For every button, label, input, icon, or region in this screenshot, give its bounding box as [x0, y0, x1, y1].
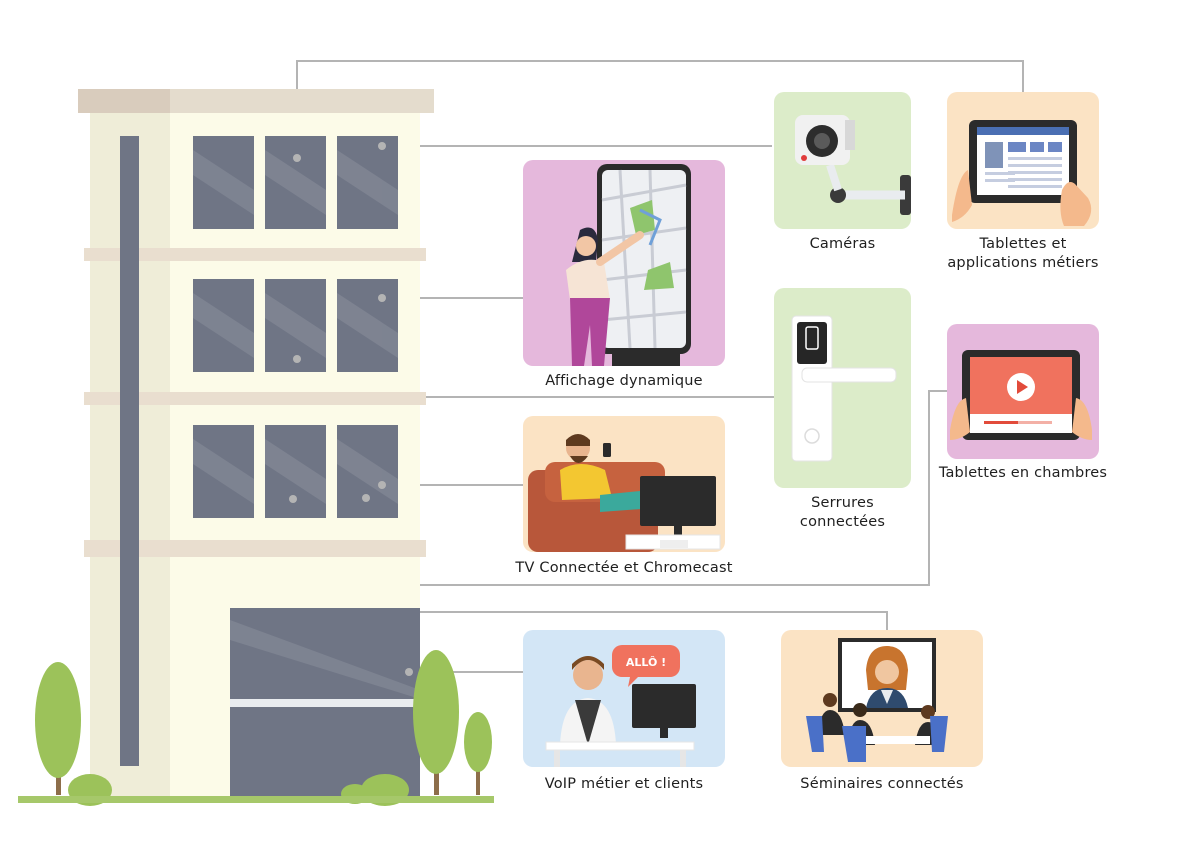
- floor-ledge: [84, 540, 426, 557]
- locks-card: [774, 288, 911, 488]
- floor-ledge: [84, 392, 426, 405]
- seminars-label-text: Séminaires connectés: [800, 776, 964, 792]
- security-camera-icon: [795, 115, 911, 215]
- window: [193, 425, 254, 518]
- tablet-app-icon: [952, 120, 1092, 226]
- tablets-apps-card: [947, 92, 1099, 229]
- camera-label: Caméras: [774, 235, 911, 254]
- window: [193, 279, 254, 372]
- tv-label-text: TV Connectée et Chromecast: [515, 560, 733, 576]
- window: [337, 136, 398, 229]
- ground: [18, 796, 494, 803]
- room-tablets-label: Tablettes en chambres: [926, 464, 1120, 483]
- locks-label-line2: connectées: [799, 514, 886, 530]
- voip-card: ALLÔ !: [523, 630, 725, 767]
- video-conference-icon: [806, 638, 948, 762]
- video-tablet-icon: [950, 350, 1092, 440]
- room-tablets-card: [947, 324, 1099, 459]
- signage-label-text: Affichage dynamique: [545, 373, 703, 389]
- locks-label-line1: Serrures: [811, 495, 874, 511]
- trees: [18, 650, 494, 806]
- signage-card: [523, 160, 725, 366]
- locks-label: Serrures connectées: [774, 494, 911, 532]
- tv-card: [523, 416, 725, 552]
- smart-tv-icon: [528, 434, 721, 552]
- tree: [35, 662, 81, 778]
- tablets-apps-label-line1: Tablettes et: [979, 236, 1067, 252]
- camera-card: [774, 92, 911, 229]
- voip-label-text: VoIP métier et clients: [544, 776, 704, 792]
- window: [193, 136, 254, 229]
- window: [337, 279, 398, 372]
- tree: [464, 712, 492, 772]
- tablets-apps-label-line2: applications métiers: [947, 255, 1099, 271]
- window: [265, 425, 326, 518]
- floor-ledge: [84, 248, 426, 261]
- window: [337, 425, 398, 518]
- seminars-label: Séminaires connectés: [771, 775, 993, 794]
- building: [78, 89, 434, 800]
- signage-label: Affichage dynamique: [513, 372, 735, 391]
- tree: [413, 650, 459, 774]
- map-kiosk-icon: [566, 164, 691, 366]
- seminars-card: [781, 630, 983, 767]
- tablets-apps-label: Tablettes et applications métiers: [930, 235, 1116, 273]
- camera-label-text: Caméras: [809, 236, 876, 252]
- drain-pipe: [120, 136, 139, 766]
- voip-bubble-text: ALLÔ !: [626, 656, 666, 669]
- voip-label: VoIP métier et clients: [503, 775, 745, 794]
- tv-label: TV Connectée et Chromecast: [498, 559, 750, 578]
- room-tablets-label-text: Tablettes en chambres: [938, 465, 1108, 481]
- voip-operator-icon: ALLÔ !: [545, 645, 696, 767]
- smart-lock-icon: [791, 315, 897, 462]
- window: [265, 136, 326, 229]
